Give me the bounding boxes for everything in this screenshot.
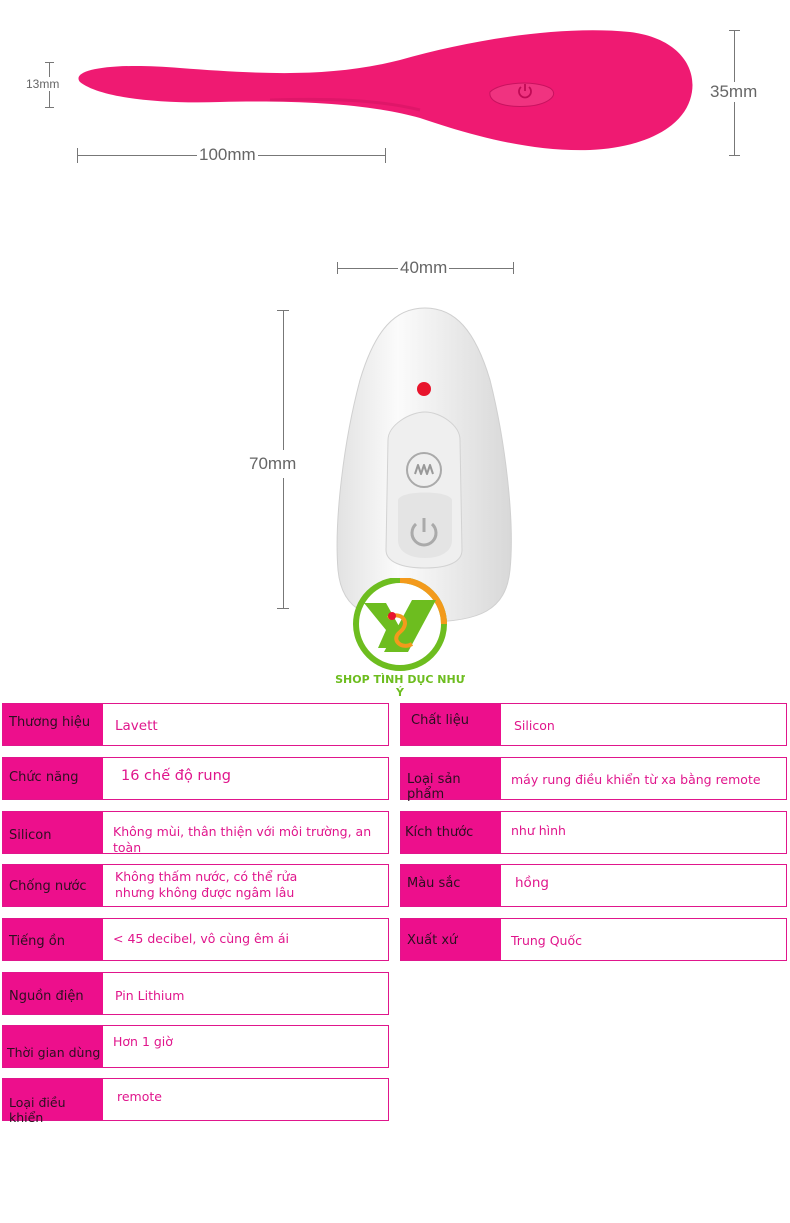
spec-row-brand: Thương hiệu Lavett [2, 703, 389, 746]
spec-row-power: Nguồn điện Pin Lithium [2, 972, 389, 1015]
dim-remote-width-label: 40mm [398, 258, 450, 278]
spec-row-control-type: Loại điều khiển remote [2, 1078, 389, 1125]
spec-row-origin: Xuất xứ Trung Quốc [400, 918, 787, 961]
spec-row-function: Chức năng 16 chế độ rung [2, 757, 389, 800]
vibration-button[interactable] [406, 452, 442, 488]
dim-length-label: 100mm [197, 145, 258, 165]
spec-row-product-type: Loại sản phẩm máy rung điều khiển từ xa … [400, 757, 787, 802]
power-icon [516, 82, 534, 100]
dim-height-label: 35mm [708, 82, 760, 102]
vibration-icon [414, 464, 434, 475]
spec-row-color: Màu sắc hồng [400, 864, 787, 907]
spec-row-silicon: Silicon Không mùi, thân thiện với môi tr… [2, 811, 389, 855]
spec-row-material: Chất liệu Silicon [400, 703, 787, 746]
remote-power-button[interactable] [406, 514, 442, 550]
spec-row-usage-time: Thời gian dùng Hơn 1 giờ [2, 1025, 389, 1068]
shop-logo [353, 578, 447, 671]
spec-row-noise: Tiếng ồn < 45 decibel, vô cùng êm ái [2, 918, 389, 961]
dim-remote-height-label: 70mm [249, 450, 297, 478]
spec-row-waterproof: Chống nước Không thấm nước, có thể rửa n… [2, 864, 389, 907]
spec-row-size: Kích thước như hình [400, 811, 787, 854]
product-egg-image [78, 30, 693, 151]
dim-tip-label: 13mm [26, 77, 60, 91]
power-icon [410, 518, 438, 547]
shop-name: SHOP TÌNH DỤC NHƯ Ý [335, 673, 465, 699]
